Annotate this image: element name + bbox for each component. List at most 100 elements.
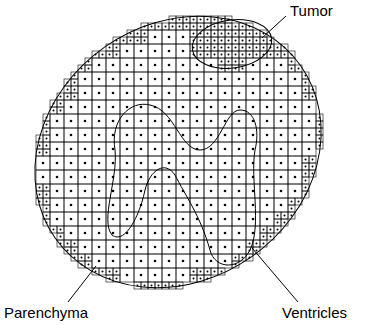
- mesh-dot: [196, 92, 199, 95]
- mesh-dot: [214, 33, 216, 35]
- mesh-dot: [235, 54, 237, 56]
- mesh-cell: [141, 282, 148, 289]
- mesh-dot: [140, 190, 143, 193]
- mesh-cell: [71, 93, 78, 100]
- mesh-dot: [196, 176, 199, 179]
- mesh-cell: [232, 170, 246, 184]
- mesh-dot: [294, 190, 297, 193]
- mesh-dot: [112, 92, 115, 95]
- mesh-cell: [78, 100, 92, 114]
- mesh-cell: [190, 275, 197, 282]
- mesh-dot: [182, 148, 185, 151]
- mesh-dot: [168, 218, 171, 221]
- mesh-cell: [218, 184, 232, 198]
- mesh-cell: [50, 142, 64, 156]
- mesh-cell: [239, 44, 246, 51]
- mesh-dot: [238, 190, 241, 193]
- mesh-dot: [305, 166, 307, 168]
- mesh-cell: [204, 268, 211, 275]
- mesh-dot: [98, 218, 101, 221]
- mesh-cell: [134, 226, 148, 240]
- mesh-dot: [182, 36, 185, 39]
- mesh-dot: [154, 260, 157, 263]
- mesh-dot: [67, 89, 69, 91]
- mesh-cell: [190, 86, 204, 100]
- mesh-dot: [126, 274, 129, 277]
- mesh-cell: [169, 282, 176, 289]
- mesh-cell: [197, 23, 204, 30]
- mesh-dot: [305, 180, 307, 182]
- mesh-cell: [218, 198, 232, 212]
- mesh-cell: [197, 268, 204, 275]
- mesh-dot: [266, 218, 269, 221]
- ventricle-outline: [108, 104, 257, 265]
- mesh-cell: [162, 268, 176, 282]
- mesh-cell: [253, 30, 260, 37]
- mesh-cell: [204, 72, 218, 86]
- mesh-dot: [200, 26, 202, 28]
- mesh-cell: [78, 198, 92, 212]
- mesh-cell: [176, 156, 190, 170]
- mesh-dot: [112, 204, 115, 207]
- mesh-cell: [113, 51, 120, 58]
- mesh-cell: [148, 142, 162, 156]
- mesh-cell: [113, 268, 120, 275]
- mesh-dot: [210, 148, 213, 151]
- mesh-cell: [148, 254, 162, 268]
- mesh-dot: [224, 120, 227, 123]
- mesh-dot: [112, 260, 115, 263]
- mesh-dot: [235, 26, 237, 28]
- mesh-dot: [158, 26, 160, 28]
- mesh-dot: [196, 106, 199, 109]
- mesh-dot: [266, 134, 269, 137]
- mesh-dot: [266, 204, 269, 207]
- mesh-dot: [228, 33, 230, 35]
- mesh-dot: [109, 47, 111, 49]
- mesh-cell: [260, 184, 274, 198]
- mesh-cell: [106, 184, 120, 198]
- mesh-dot: [228, 40, 230, 42]
- mesh-cell: [92, 58, 106, 72]
- mesh-cell: [204, 51, 211, 58]
- mesh-cell: [155, 23, 162, 30]
- mesh-cell: [148, 114, 162, 128]
- mesh-dot: [200, 47, 202, 49]
- mesh-dot: [284, 54, 286, 56]
- mesh-cell: [246, 170, 260, 184]
- mesh-dot: [305, 96, 307, 98]
- mesh-cell: [197, 37, 204, 44]
- mesh-cell: [218, 100, 232, 114]
- mesh-cell: [64, 114, 78, 128]
- mesh-dot: [284, 222, 286, 224]
- mesh-dot: [98, 64, 101, 67]
- mesh-dot: [200, 54, 202, 56]
- mesh-dot: [182, 106, 185, 109]
- mesh-cell: [190, 142, 204, 156]
- mesh-cell: [274, 198, 288, 212]
- mesh-cell: [99, 51, 106, 58]
- mesh-dot: [280, 148, 283, 151]
- mesh-cell: [141, 30, 148, 37]
- mesh-cell: [302, 156, 309, 163]
- mesh-cell: [232, 86, 246, 100]
- mesh-cell: [43, 149, 50, 156]
- mesh-cell: [288, 58, 295, 65]
- mesh-dot: [84, 246, 87, 249]
- mesh-cell: [85, 261, 92, 268]
- mesh-dot: [277, 222, 279, 224]
- mesh-dot: [294, 176, 297, 179]
- mesh-cell: [36, 184, 43, 191]
- mesh-dot: [70, 148, 73, 151]
- mesh-cell: [190, 170, 204, 184]
- mesh-cell: [274, 86, 288, 100]
- mesh-dot: [154, 50, 157, 53]
- mesh-cell: [204, 37, 211, 44]
- mesh-cell: [288, 205, 295, 212]
- mesh-cell: [64, 100, 78, 114]
- mesh-cell: [211, 51, 218, 58]
- mesh-cell: [274, 58, 288, 72]
- mesh-dot: [112, 232, 115, 235]
- mesh-dot: [270, 236, 272, 238]
- mesh-cell: [197, 44, 204, 51]
